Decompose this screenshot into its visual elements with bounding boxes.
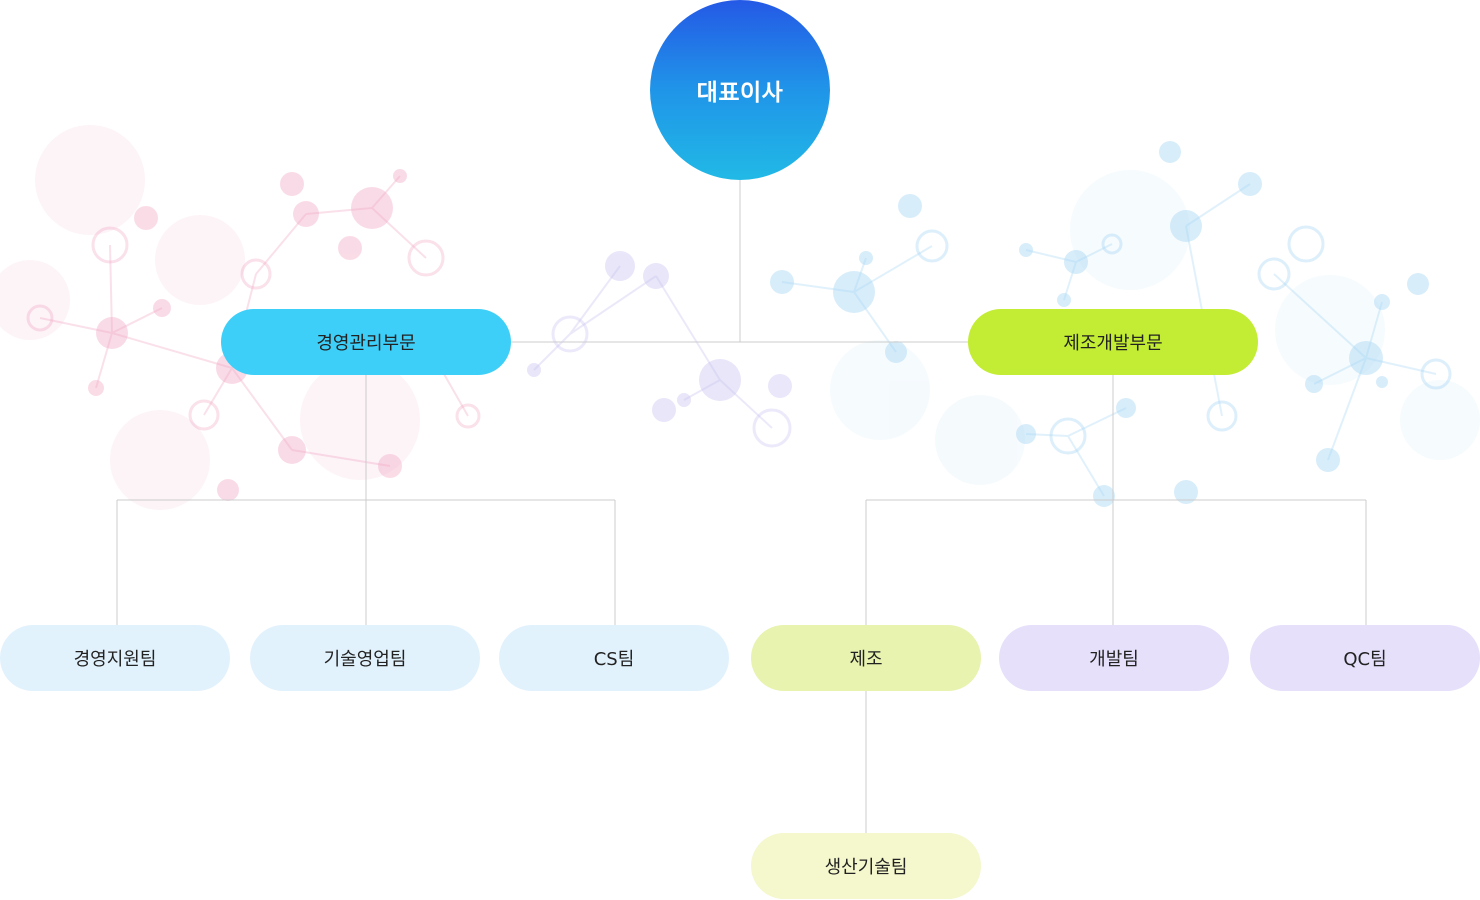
ceo-node: 대표이사 bbox=[650, 0, 830, 180]
team-label: 개발팀 bbox=[1089, 649, 1139, 670]
team-label: 제조 bbox=[849, 649, 883, 670]
team-qc: QC팀 bbox=[1250, 625, 1480, 691]
division-manufacturing: 제조개발부문 bbox=[968, 309, 1258, 375]
ceo-label: 대표이사 bbox=[696, 80, 784, 106]
division-manufacturing-label: 제조개발부문 bbox=[1063, 333, 1163, 354]
division-management-label: 경영관리부문 bbox=[316, 333, 416, 354]
team-label: 생산기술팀 bbox=[824, 857, 908, 878]
team-technical-sales: 기술영업팀 bbox=[250, 625, 480, 691]
team-label: 경영지원팀 bbox=[73, 649, 157, 670]
team-label: QC팀 bbox=[1343, 649, 1387, 670]
team-production-engineering: 생산기술팀 bbox=[751, 833, 981, 899]
team-development: 개발팀 bbox=[999, 625, 1229, 691]
team-label: 기술영업팀 bbox=[323, 649, 407, 670]
team-manufacturing: 제조 bbox=[751, 625, 981, 691]
team-label: CS팀 bbox=[593, 649, 635, 670]
team-management-support: 경영지원팀 bbox=[0, 625, 230, 691]
team-cs: CS팀 bbox=[499, 625, 729, 691]
division-management: 경영관리부문 bbox=[221, 309, 511, 375]
